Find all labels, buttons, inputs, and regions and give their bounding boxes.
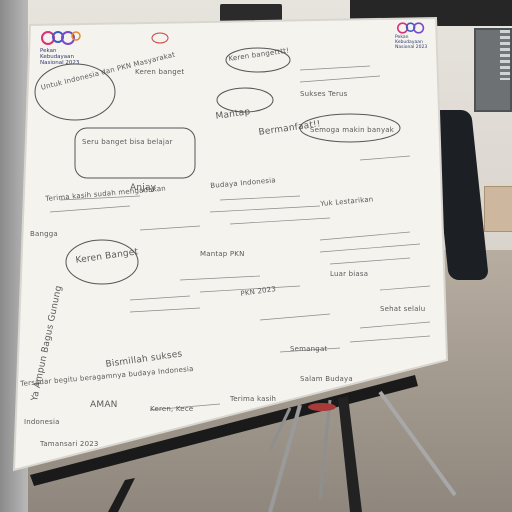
note-20: Indonesia — [24, 418, 60, 426]
tripod-leg-2 — [378, 390, 457, 497]
tripod-leg-4 — [268, 407, 292, 451]
speech-bubble-1 — [74, 127, 196, 179]
pkn-logo-mark — [41, 31, 81, 45]
logo-line-1: Pekan — [40, 48, 57, 54]
cardboard-box — [484, 186, 512, 232]
note-17: Terima kasih — [230, 395, 277, 403]
cloud-bubble-1 — [34, 63, 116, 121]
window-blinds — [500, 30, 510, 80]
easel-leg-center — [338, 396, 362, 512]
logo-right-line-1: Pekan — [395, 35, 409, 40]
easel-leg-left — [108, 478, 135, 512]
logo-line-2: Kebudayaan — [40, 54, 75, 61]
pkn-logo-left: Pekan Kebudayaan Nasional 2023 — [40, 28, 82, 66]
tripod-leg-3 — [318, 399, 332, 501]
note-8: Anjay — [130, 183, 157, 193]
logo-right-line-3: Nasional 2023 — [395, 44, 428, 50]
note-13: Bangga — [30, 230, 58, 238]
cloud-bubble-4 — [299, 113, 401, 143]
note-16: Semangat — [290, 345, 328, 353]
note-26: Keren, Kece — [150, 405, 194, 413]
cloud-bubble-3 — [216, 87, 274, 113]
tripod-red-cap — [308, 403, 336, 411]
note-6: Semoga makin banyak — [310, 126, 395, 134]
whiteboard-surface — [12, 16, 449, 472]
note-27: Luar biasa — [330, 270, 369, 278]
red-doodle — [151, 32, 169, 44]
note-21: Tamansari 2023 — [40, 440, 99, 448]
note-2: Keren banget — [135, 68, 185, 76]
cloud-bubble-5 — [65, 239, 139, 285]
logo-right-line-2: Kebudayaan — [395, 39, 423, 45]
note-7: Seru banget bisa belajar — [82, 138, 173, 146]
tripod-leg-1 — [268, 404, 302, 512]
note-19: Mantap PKN — [200, 250, 245, 258]
handwriting-scribbles — [49, 65, 431, 411]
pkn-logo-right: Pekan Kebudayaan Nasional 2023 — [395, 20, 431, 51]
logo-line-3: Nasional 2023 — [40, 60, 80, 67]
note-24: Sukses Terus — [300, 90, 348, 98]
note-18: Sehat selalu — [380, 305, 426, 313]
cloud-bubble-2 — [225, 47, 291, 73]
easel-top-clip — [220, 4, 282, 22]
pkn-logo-mark-right — [396, 22, 425, 34]
note-12: AMAN — [90, 400, 118, 410]
easel-ledge — [30, 375, 418, 486]
note-28: Salam Budaya — [300, 375, 353, 383]
